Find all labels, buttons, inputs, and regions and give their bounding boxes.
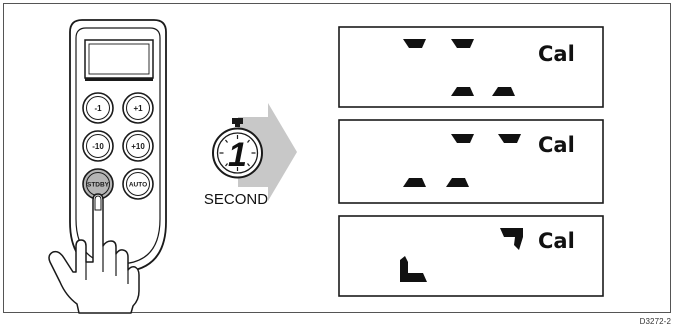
display-panel-2: Cal [338,119,604,204]
figure-code: D3272-2 [639,317,671,326]
plus1-button[interactable]: +1 [122,92,154,124]
display-panel-1: Cal [338,26,604,108]
segment-top-1 [451,134,474,143]
display-mode-label-1: Cal [538,42,575,66]
timer-caption: SECOND [204,191,268,208]
segment-bottom-2 [446,178,469,187]
segment-bottom-2 [492,87,515,96]
segment-bottom-1 [403,178,426,187]
segment-bottom-1 [451,87,474,96]
plus1-button-label: +1 [133,104,143,113]
display-mode-label-2: Cal [538,133,575,157]
plus10-button[interactable]: +10 [122,130,154,162]
stopwatch-icon: 1 [212,118,263,179]
segment-l-shape [400,256,427,282]
segment-seven-shape [500,228,523,250]
remote-lcd [84,39,154,79]
segment-top-2 [451,39,474,48]
plus10-button-label: +10 [131,142,145,151]
segment-top-2 [498,134,521,143]
standby-button-label: STDBY [87,182,110,189]
minus10-button[interactable]: -10 [82,130,114,162]
minus1-button-label: -1 [94,104,102,113]
auto-button-label: AUTO [129,182,147,189]
stopwatch-digit: 1 [228,136,247,174]
pressing-hand-icon [48,193,140,314]
display-panel-3: Cal [338,215,604,297]
minus10-button-label: -10 [92,142,104,151]
remote-handset: -1 +1 -10 +10 STDBY AUTO [69,19,167,273]
display-mode-label-3: Cal [538,229,575,253]
minus1-button[interactable]: -1 [82,92,114,124]
timing-arrow [238,103,297,201]
segment-top-1 [403,39,426,48]
auto-button[interactable]: AUTO [122,168,154,200]
diagram-frame [3,3,671,313]
